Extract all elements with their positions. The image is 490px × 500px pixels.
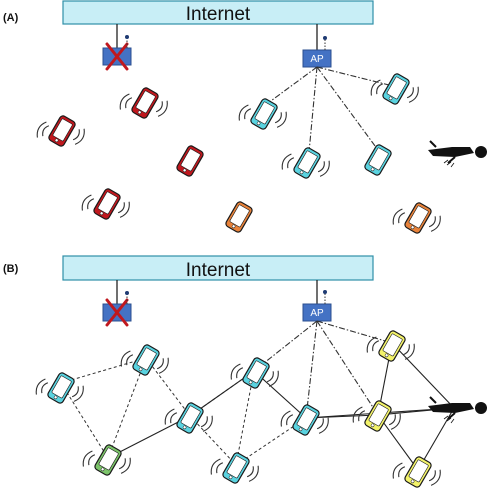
phone-disconnected <box>116 80 171 130</box>
antenna-icon <box>125 35 129 48</box>
panel-b-label: (B) <box>3 263 19 275</box>
phone-disconnected <box>78 181 133 231</box>
cross-icon <box>105 42 129 71</box>
phone-relay <box>227 350 282 400</box>
panel-a: (A) Internet AP <box>3 0 487 245</box>
phone-low-battery <box>389 195 444 245</box>
cross-icon <box>105 298 129 327</box>
ap-label-a: AP <box>310 54 324 65</box>
access-point-a: AP <box>302 36 332 68</box>
phone-edge <box>389 449 444 499</box>
phone-relay <box>277 397 332 447</box>
antenna-icon <box>323 36 327 50</box>
ap-label-b: AP <box>310 308 324 319</box>
phone-disconnected <box>175 144 205 178</box>
access-point-b: AP <box>302 290 332 322</box>
phone-low-battery <box>224 200 254 234</box>
ap-links-b <box>253 320 393 419</box>
phone-edge <box>363 323 418 373</box>
phone-disconnected <box>33 108 88 158</box>
rescue-path-b <box>107 342 455 471</box>
antenna-icon <box>323 290 327 304</box>
ap-links-a <box>263 66 394 164</box>
internet-label-a: Internet <box>186 4 251 25</box>
internet-bar-b: Internet <box>62 255 374 281</box>
phone-relay <box>161 395 216 445</box>
failed-ap-b <box>102 291 132 327</box>
phone-edge <box>349 393 404 443</box>
phone-connected <box>278 140 333 190</box>
phone-connected <box>363 143 393 177</box>
phone-relay <box>117 337 172 387</box>
phone-gateway <box>79 437 134 487</box>
panel-b: (B) Internet AP <box>3 255 487 499</box>
failed-ap-a <box>102 35 132 71</box>
antenna-icon <box>125 291 129 304</box>
internet-label-b: Internet <box>186 260 251 281</box>
phone-relay <box>207 445 262 495</box>
internet-bar-a: Internet <box>62 0 374 25</box>
person-lying-icon <box>428 396 487 424</box>
person-lying-icon <box>428 140 487 168</box>
phone-connected <box>367 66 422 116</box>
phone-relay <box>32 365 87 415</box>
phone-connected <box>235 91 290 141</box>
panel-a-label: (A) <box>3 12 19 24</box>
